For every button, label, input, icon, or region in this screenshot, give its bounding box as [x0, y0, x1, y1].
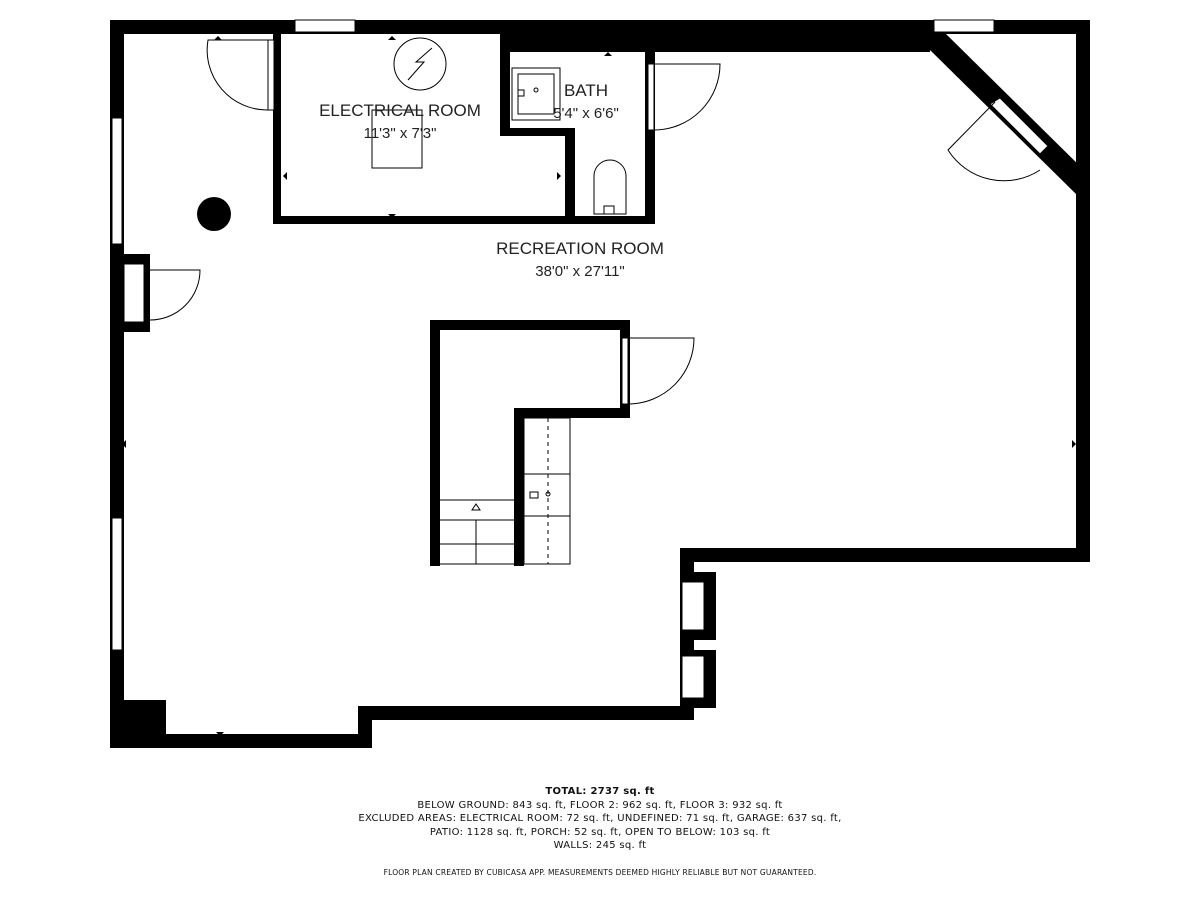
stairs — [437, 499, 517, 565]
fixtures — [371, 37, 627, 565]
outdoor-areas: PATIO: 1128 sq. ft, PORCH: 52 sq. ft, OP… — [429, 826, 771, 838]
walls-area: WALLS: 245 sq. ft — [553, 840, 647, 851]
electrical-room-name: ELECTRICAL ROOM — [319, 101, 481, 120]
bath-walls — [565, 52, 655, 224]
floor-plan: ELECTRICAL ROOM 11'3" x 7'3" BATH 5'4" x… — [110, 19, 1090, 748]
recreation-room-name: RECREATION ROOM — [496, 239, 664, 258]
electrical-panel-icon — [393, 37, 447, 91]
wall-markers — [122, 36, 1076, 736]
bath-sink — [511, 67, 561, 121]
equipment-box — [371, 109, 423, 169]
total-area: TOTAL: 2737 sq. ft — [545, 786, 655, 797]
floor-areas: BELOW GROUND: 843 sq. ft, FLOOR 2: 962 s… — [417, 799, 783, 811]
recreation-room-dimensions: 38'0" x 27'11" — [535, 263, 625, 280]
electrical-room-dimensions: 11'3" x 7'3" — [364, 125, 437, 142]
bath-name: BATH — [564, 81, 608, 100]
area-summary: TOTAL: 2737 sq. ft BELOW GROUND: 843 sq.… — [0, 785, 1200, 853]
excluded-areas: EXCLUDED AREAS: ELECTRICAL ROOM: 72 sq. … — [358, 813, 842, 824]
toilet — [593, 159, 627, 215]
electrical-room-walls — [273, 32, 575, 224]
windows — [111, 19, 1049, 699]
support-column — [197, 197, 231, 231]
counter — [523, 417, 571, 565]
disclaimer: FLOOR PLAN CREATED BY CUBICASA APP. MEAS… — [383, 868, 817, 877]
stair-core-walls — [430, 320, 630, 566]
doors — [149, 39, 1041, 405]
exterior-walls — [110, 20, 1090, 748]
bath-dimensions: 5'4" x 6'6" — [553, 105, 619, 122]
